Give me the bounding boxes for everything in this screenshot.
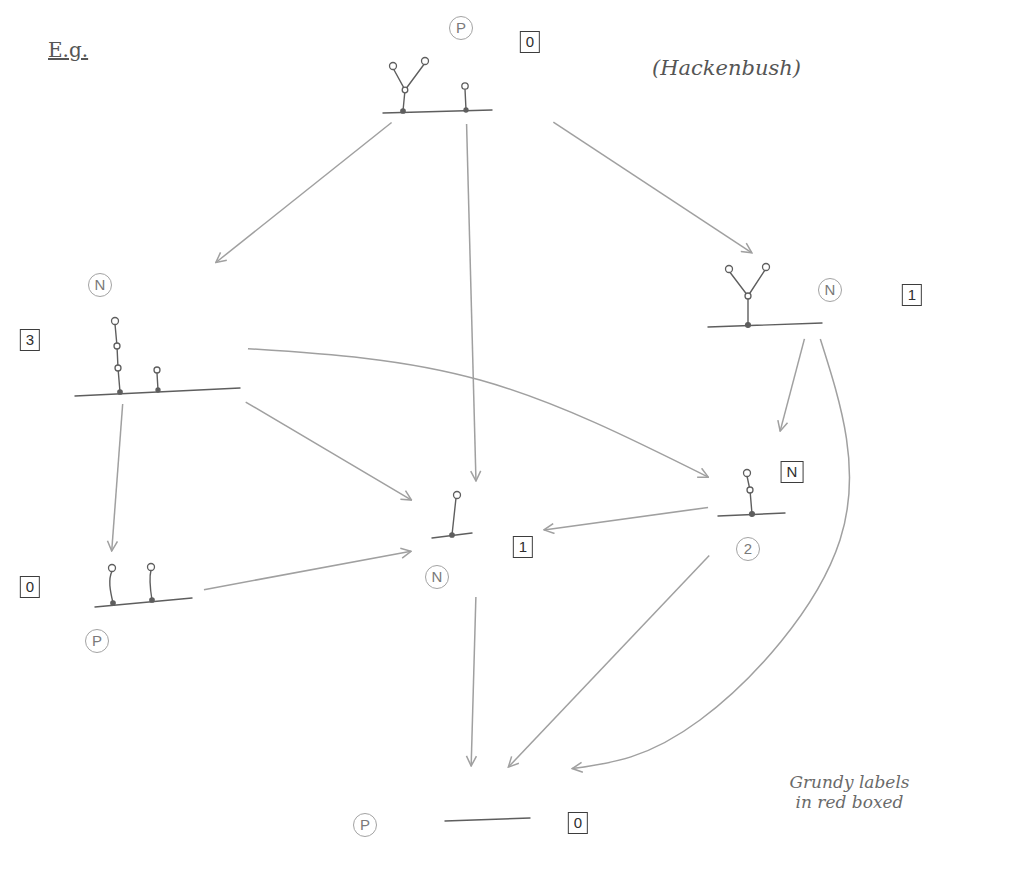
grundy-value: N <box>781 461 804 483</box>
hackenbush-vertex <box>763 264 770 271</box>
grundy-value: 0 <box>20 576 40 598</box>
ground-line <box>95 598 192 607</box>
outcome-class: P <box>449 16 473 40</box>
hackenbush-stalk <box>110 571 113 603</box>
move-arrow <box>248 349 708 477</box>
ground-line <box>383 110 492 113</box>
hackenbush-vertex <box>750 512 755 517</box>
move-arrow <box>780 339 804 431</box>
hackenbush-vertex <box>109 565 116 572</box>
ground-line <box>445 818 530 821</box>
hackenbush-vertex <box>118 390 122 394</box>
heading-note: (Hackenbush) <box>652 56 801 80</box>
hackenbush-stalk <box>748 270 765 296</box>
game-position: N3 <box>12 265 244 400</box>
move-arrow <box>467 124 476 481</box>
ground-line <box>708 323 822 327</box>
hackenbush-vertex <box>744 470 751 477</box>
hackenbush-vertex <box>111 601 115 605</box>
hackenbush-stalk <box>465 89 466 110</box>
outcome-class: N <box>88 273 112 297</box>
outcome-class: 2 <box>736 537 760 561</box>
hackenbush-vertex <box>745 293 751 299</box>
hackenbush-vertex <box>422 58 429 65</box>
game-position: N1 <box>415 485 540 593</box>
move-arrow <box>471 597 476 766</box>
hackenbush-vertex <box>726 266 733 273</box>
hackenbush-vertex <box>115 365 121 371</box>
outcome-class: P <box>85 629 109 653</box>
hackenbush-vertex <box>390 63 397 70</box>
hackenbush-vertex <box>150 598 154 602</box>
hackenbush-vertex <box>114 343 120 349</box>
grundy-value: 1 <box>513 536 533 558</box>
grundy-value: 1 <box>902 284 922 306</box>
game-position: P0 <box>345 770 595 845</box>
hackenbush-vertex <box>402 87 408 93</box>
move-arrow <box>216 122 392 262</box>
hackenbush-stalk <box>115 324 120 392</box>
ground-line <box>432 533 472 538</box>
hackenbush-stalk <box>150 570 152 600</box>
note: Grundy labels in red boxed <box>782 772 917 812</box>
hackenbush-vertex <box>112 318 119 325</box>
hackenbush-vertex <box>462 83 468 89</box>
hackenbush-vertex <box>454 492 461 499</box>
grundy-value: 0 <box>568 812 588 834</box>
game-position: N2 <box>712 435 812 565</box>
grundy-value: 0 <box>520 31 540 53</box>
move-arrow <box>553 122 752 253</box>
move-arrow <box>508 556 709 768</box>
hackenbush-stalk <box>405 63 425 90</box>
hackenbush-vertex <box>464 108 468 112</box>
hackenbush-stalk <box>452 498 456 535</box>
outcome-class: N <box>818 278 842 302</box>
move-arrow <box>204 551 411 589</box>
ground-line <box>75 388 240 396</box>
hackenbush-vertex <box>148 564 155 571</box>
game-position: 0P <box>15 555 200 660</box>
hackenbush-vertex <box>746 323 751 328</box>
hackenbush-vertex <box>154 367 160 373</box>
move-arrow <box>112 404 123 551</box>
game-position: P0 <box>380 8 550 120</box>
grundy-value: 3 <box>20 329 40 351</box>
move-arrow <box>246 402 412 500</box>
move-arrow <box>572 339 849 769</box>
outcome-class: P <box>353 813 377 837</box>
hackenbush-vertex <box>747 487 753 493</box>
move-arrow <box>544 507 708 529</box>
outcome-class: N <box>425 565 449 589</box>
hackenbush-vertex <box>156 388 160 392</box>
hackenbush-vertex <box>401 109 405 113</box>
hackenbush-vertex <box>450 533 454 537</box>
game-position: N1 <box>700 255 932 335</box>
hackenbush-stalk <box>747 476 752 514</box>
heading-note: E.g. <box>48 38 88 62</box>
